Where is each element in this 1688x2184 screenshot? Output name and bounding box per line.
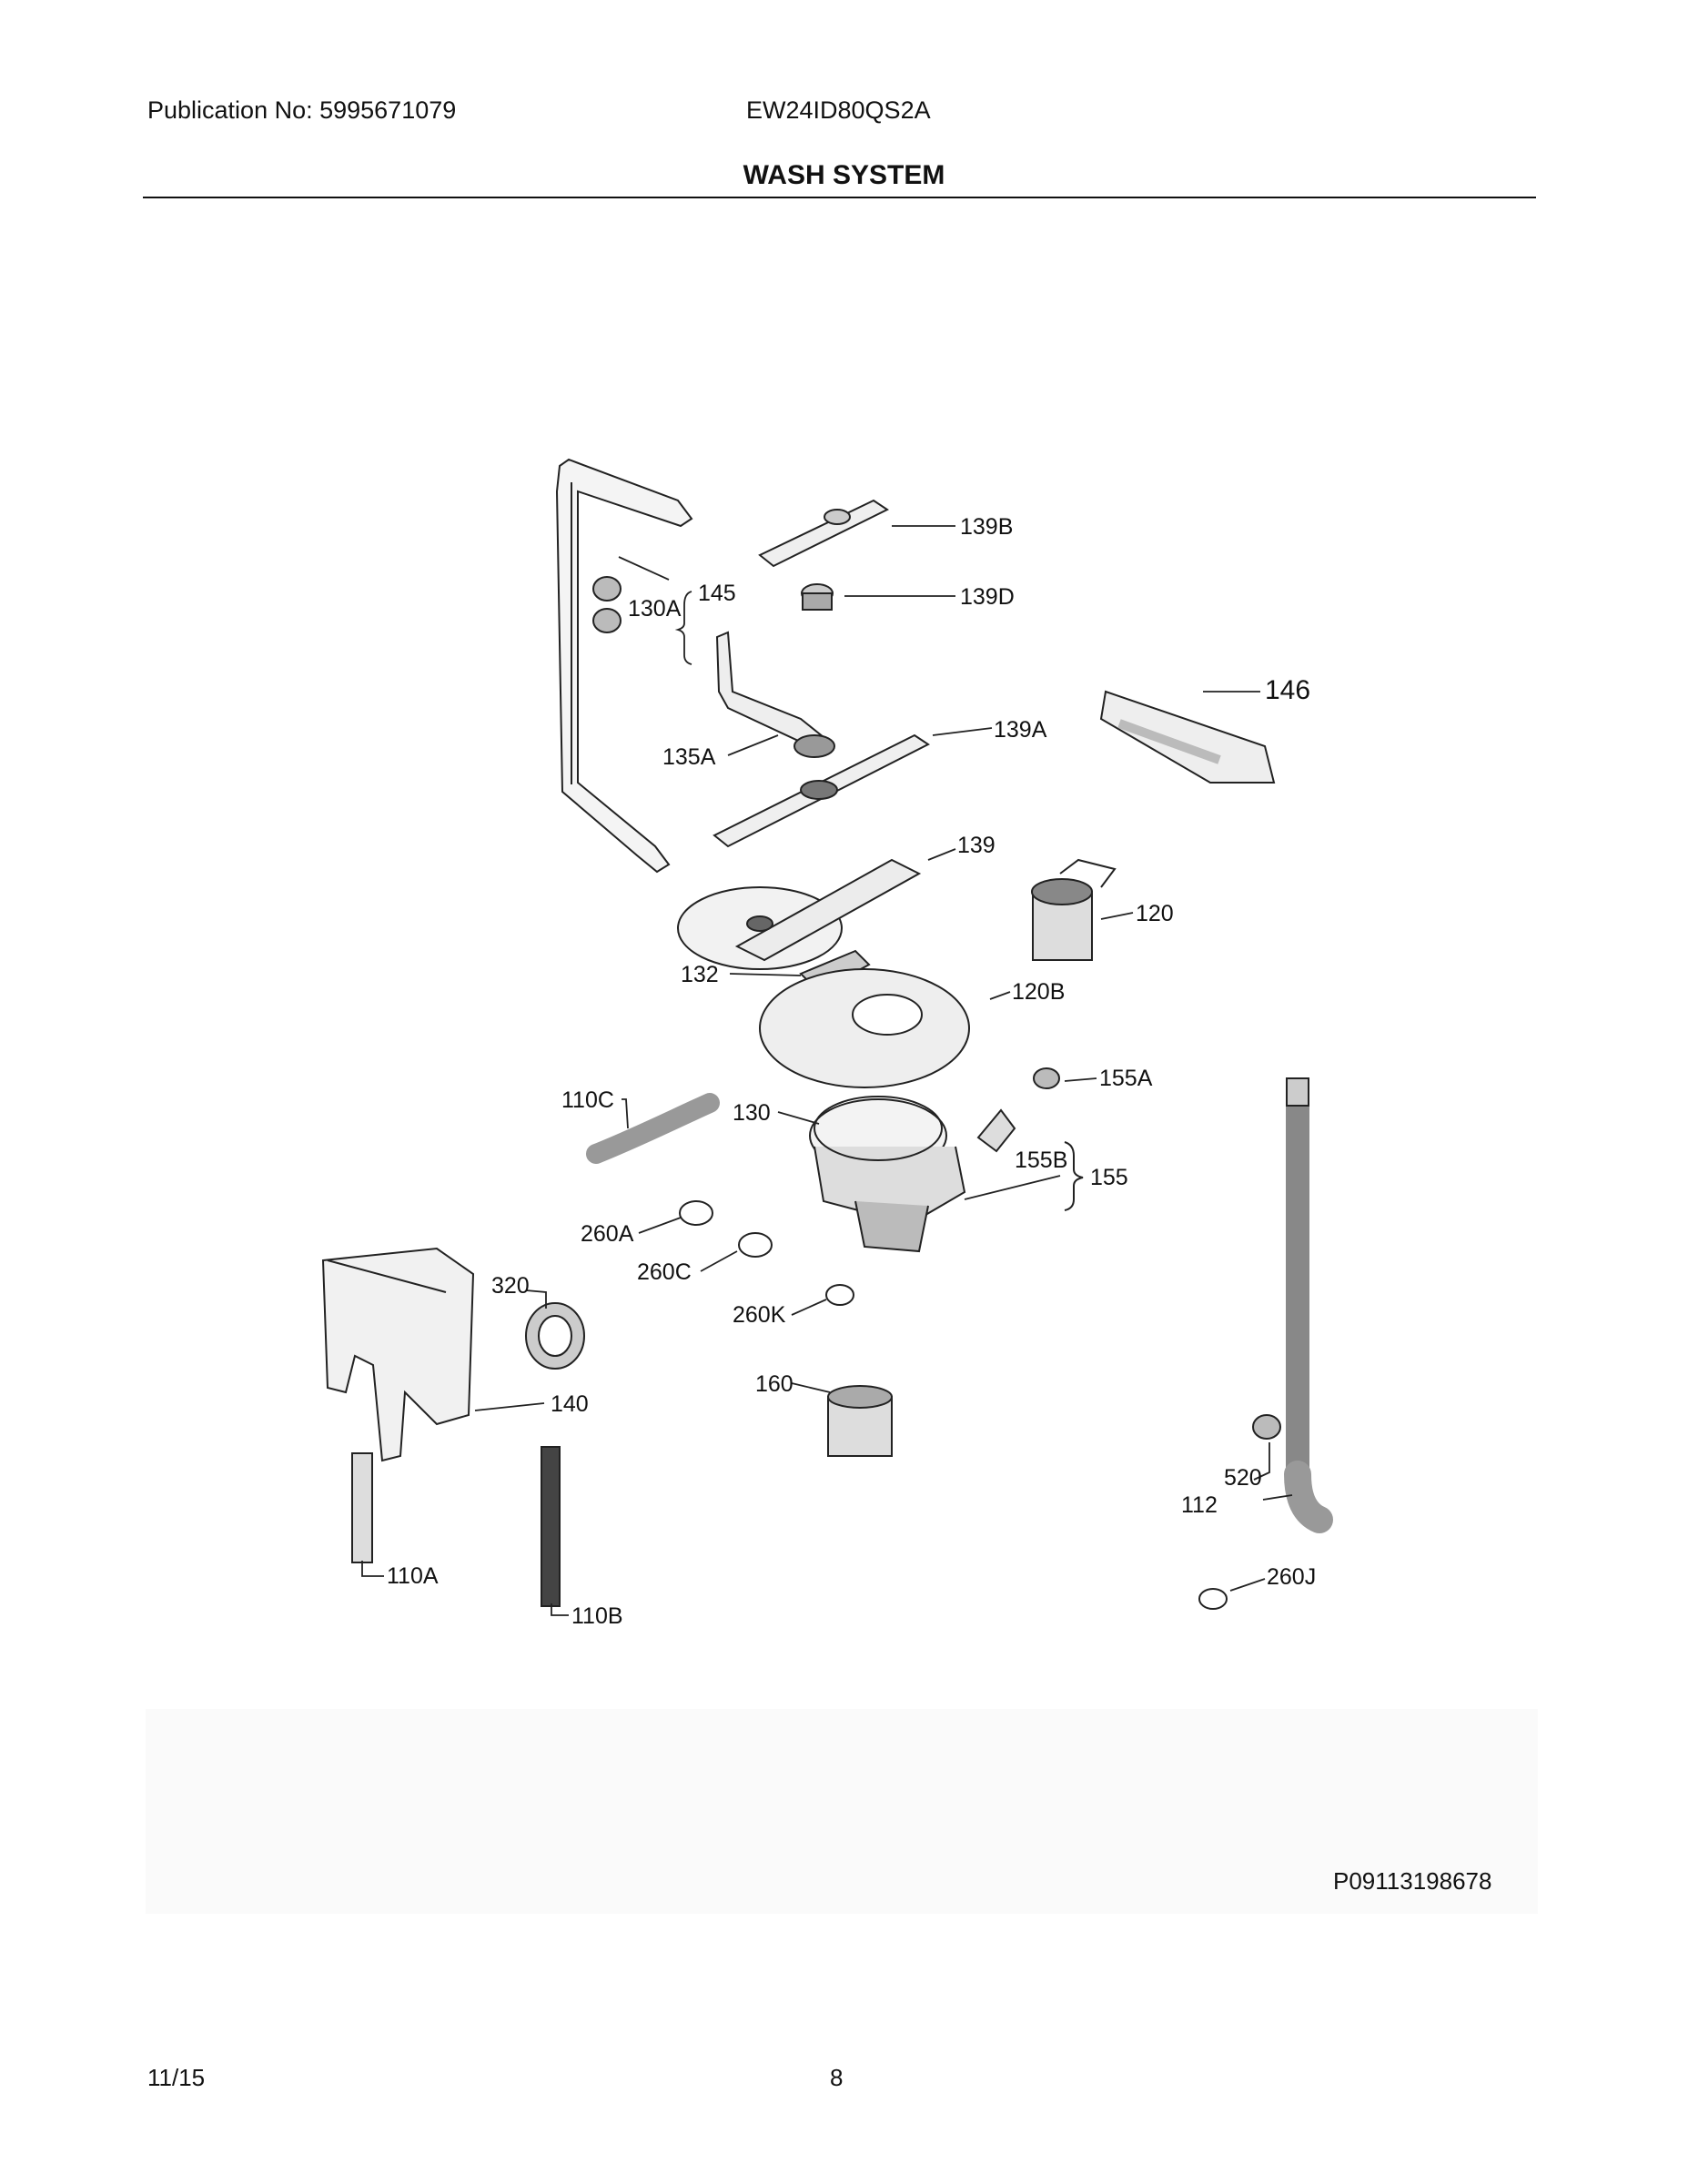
spray-arm-139A (713, 733, 930, 848)
page-number: 8 (830, 2064, 844, 2091)
callout-140: 140 (551, 1391, 589, 1417)
callout-132: 132 (681, 962, 719, 987)
callout-155B: 155B (1015, 1148, 1067, 1173)
callout-145: 145 (698, 581, 736, 606)
clip-520 (1252, 1414, 1281, 1440)
filter-120 (1031, 858, 1117, 961)
seal-130A (592, 576, 622, 633)
hose-110C (586, 1093, 720, 1164)
callout-120: 120 (1136, 901, 1174, 926)
callout-139A: 139A (994, 717, 1047, 743)
callout-260K: 260K (733, 1302, 786, 1328)
filter-plate-120B (759, 968, 970, 1088)
callout-110C: 110C (561, 1087, 614, 1113)
upper-supply-tube (555, 458, 693, 874)
callout-labels: 139B 139D 145 130A 146 139A 135A 139 120… (387, 514, 1316, 1629)
callout-155A: 155A (1099, 1066, 1153, 1091)
publication-number: Publication No: 5995671079 (147, 96, 457, 124)
callout-110A: 110A (387, 1563, 439, 1589)
pump-160 (827, 1385, 893, 1457)
header-rule (143, 197, 1536, 198)
callout-260A: 260A (581, 1221, 634, 1247)
seal-320 (525, 1302, 585, 1370)
callout-139: 139 (957, 833, 996, 858)
clamp-260J (1198, 1588, 1228, 1610)
callout-120B: 120B (1012, 979, 1065, 1005)
figure-id: P09113198678 (1333, 1867, 1492, 1895)
figure-id-band (146, 1709, 1538, 1914)
part-155A (1033, 1067, 1060, 1089)
callout-146: 146 (1265, 675, 1310, 705)
callout-130A: 130A (628, 596, 682, 622)
clamp-260K (825, 1284, 854, 1306)
tube-110A (351, 1452, 373, 1563)
spray-arm-139B (758, 499, 889, 568)
drain-hose-112 (1284, 1077, 1333, 1533)
callout-260J: 260J (1267, 1564, 1316, 1590)
spray-arm-139 (677, 858, 922, 970)
callout-320: 320 (491, 1273, 530, 1299)
callout-112: 112 (1181, 1492, 1218, 1518)
callout-135A: 135A (662, 744, 716, 770)
part-155B (976, 1108, 1016, 1153)
callout-139B: 139B (960, 514, 1013, 540)
callout-260C: 260C (637, 1259, 692, 1285)
callout-130: 130 (733, 1100, 771, 1126)
bracket-155 (1064, 1141, 1084, 1211)
part-146 (1099, 690, 1276, 784)
leader-lines (361, 525, 1293, 1616)
part-140 (321, 1247, 475, 1462)
clamp-260C (738, 1232, 773, 1258)
nut-139D (801, 583, 834, 611)
callout-160: 160 (755, 1371, 793, 1397)
footer-date: 11/15 (147, 2064, 206, 2091)
clamp-260A (679, 1200, 713, 1226)
page-title: WASH SYSTEM (743, 160, 945, 190)
callout-520: 520 (1224, 1465, 1262, 1491)
bracket-135A (715, 631, 835, 758)
tube-110B (541, 1446, 561, 1607)
callout-155: 155 (1090, 1165, 1128, 1190)
callout-139D: 139D (960, 584, 1015, 610)
callout-110B: 110B (571, 1603, 623, 1629)
sump-130 (809, 1096, 966, 1253)
model-number: EW24ID80QS2A (746, 96, 931, 124)
